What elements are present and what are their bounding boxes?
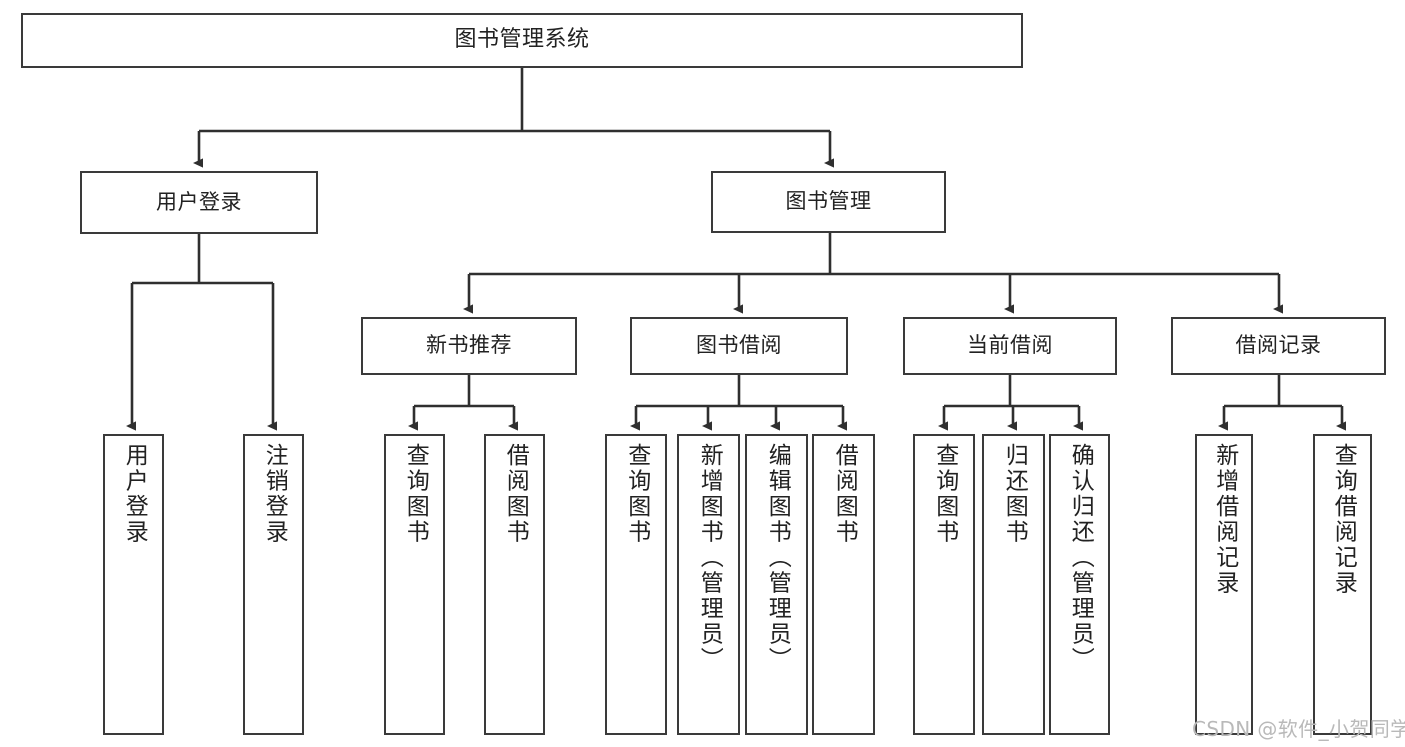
node-label: 图书管理系统: [454, 27, 590, 53]
csdn-watermark: CSDN @软件_小贺同学: [1192, 717, 1405, 741]
node-label: 确认归还（管理员）: [1067, 443, 1094, 673]
node-book-management[interactable]: 图书管理: [711, 171, 946, 233]
node-label: 注销登录: [261, 443, 288, 545]
node-label: 图书管理: [785, 189, 872, 214]
node-label: 查询借阅记录: [1330, 443, 1357, 596]
node-label: 图书借阅: [696, 333, 782, 358]
node-user-login[interactable]: 用户登录: [80, 171, 318, 234]
leaf-add-borrow-record[interactable]: 新增借阅记录: [1195, 434, 1253, 735]
node-label: 用户登录: [121, 443, 148, 545]
node-book-borrow[interactable]: 图书借阅: [630, 317, 848, 375]
leaf-query-book-current[interactable]: 查询图书: [913, 434, 975, 735]
node-new-book-recommend[interactable]: 新书推荐: [361, 317, 577, 375]
node-book-management-system[interactable]: 图书管理系统: [21, 13, 1023, 68]
leaf-query-book-recommend[interactable]: 查询图书: [384, 434, 445, 735]
node-label: 当前借阅: [967, 333, 1053, 358]
leaf-edit-book[interactable]: 编辑图书（管理员）: [745, 434, 808, 735]
node-label: 借阅图书: [502, 443, 529, 545]
node-borrow-record[interactable]: 借阅记录: [1171, 317, 1386, 375]
node-label: 借阅记录: [1235, 333, 1322, 358]
node-label: 新增图书（管理员）: [696, 443, 723, 673]
node-label: 查询图书: [623, 443, 650, 545]
leaf-query-book-borrow[interactable]: 查询图书: [605, 434, 667, 735]
node-label: 查询图书: [402, 443, 429, 545]
leaf-user-login[interactable]: 用户登录: [103, 434, 164, 735]
leaf-return-book[interactable]: 归还图书: [982, 434, 1045, 735]
leaf-borrow-book[interactable]: 借阅图书: [812, 434, 875, 735]
node-label: 查询图书: [931, 443, 958, 545]
node-label: 新书推荐: [426, 333, 512, 358]
node-label: 编辑图书（管理员）: [764, 443, 791, 673]
node-label: 归还图书: [1001, 443, 1028, 545]
node-current-borrow[interactable]: 当前借阅: [903, 317, 1117, 375]
leaf-query-borrow-record[interactable]: 查询借阅记录: [1313, 434, 1372, 735]
node-label: 借阅图书: [831, 443, 858, 545]
node-label: 新增借阅记录: [1211, 443, 1238, 596]
node-label: 用户登录: [156, 189, 242, 214]
leaf-confirm-return[interactable]: 确认归还（管理员）: [1049, 434, 1110, 735]
leaf-borrow-book-recommend[interactable]: 借阅图书: [484, 434, 545, 735]
leaf-add-book[interactable]: 新增图书（管理员）: [677, 434, 740, 735]
leaf-logout-login[interactable]: 注销登录: [243, 434, 304, 735]
